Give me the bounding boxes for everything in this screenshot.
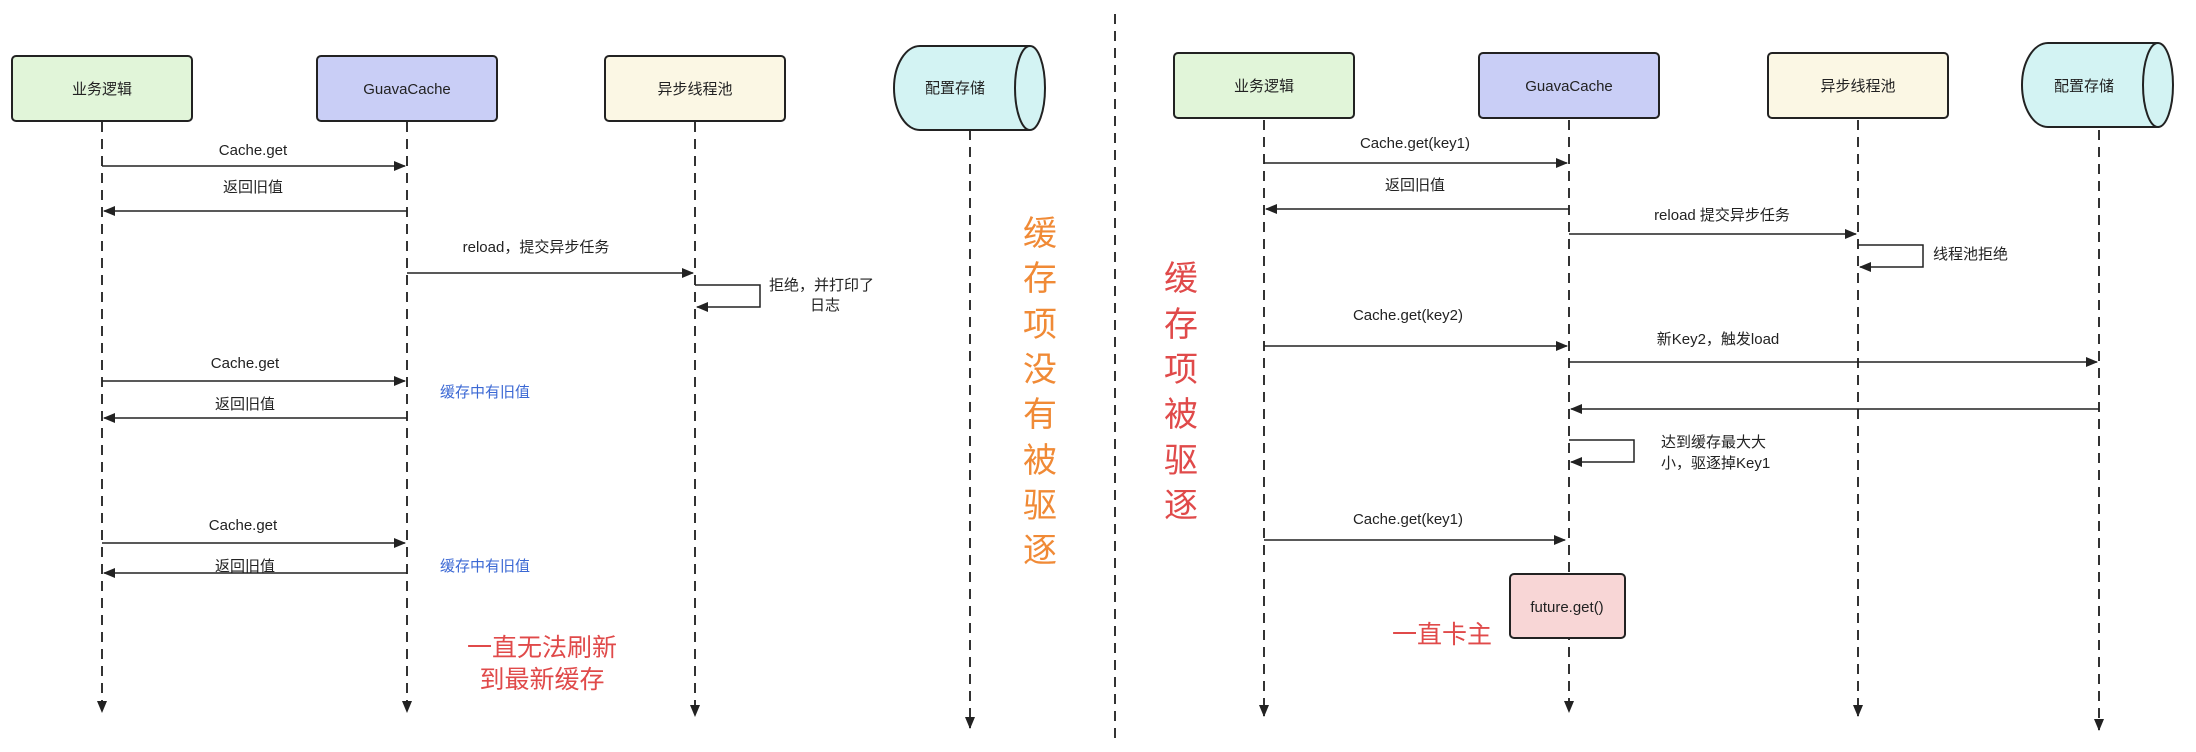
right-msg-3-label: reload 提交异步任务 [1654, 206, 1790, 224]
left-self-note-line1: 拒绝，并打印了 [769, 277, 874, 294]
right-msg-2-label: 返回旧值 [1385, 177, 1445, 194]
right-future-box [1509, 573, 1626, 639]
left-msg-5-label: 返回旧值 [215, 396, 275, 413]
left-note-old1: 缓存中有旧值 [440, 384, 530, 401]
left-participant-guava-box [316, 55, 498, 122]
left-participant-pool-box [604, 55, 786, 122]
left-caption-char: 项 [1023, 306, 1057, 344]
left-diagram: 业务逻辑 GuavaCache 异步线程池 配置存储 Cache.get 返回旧… [11, 45, 1057, 729]
right-evict-note-line2: 小，驱逐掉Key1 [1661, 455, 1770, 472]
right-caption-char: 被 [1164, 396, 1198, 434]
left-caption-char: 没 [1023, 351, 1057, 389]
left-participant-biz-box [11, 55, 193, 122]
left-participant-store-cylinder [893, 45, 1046, 131]
right-vertical-caption: 缓 存 项 被 驱 逐 [1164, 260, 1198, 525]
left-participant-store: 配置存储 [925, 80, 985, 97]
right-caption-char: 存 [1164, 306, 1198, 344]
left-vertical-caption: 缓 存 项 没 有 被 驱 逐 [1023, 215, 1057, 570]
left-msg-6-label: Cache.get [209, 517, 278, 534]
left-caption-char: 有 [1023, 396, 1057, 434]
right-participant-guava-box [1478, 52, 1660, 119]
left-result-line1: 一直无法刷新 [467, 634, 617, 662]
right-msg-6-label: Cache.get(key1) [1353, 511, 1463, 528]
left-participant-biz: 业务逻辑 [72, 81, 132, 98]
right-caption-char: 驱 [1164, 442, 1198, 480]
right-participant-pool: 异步线程池 [1820, 78, 1895, 95]
left-participant-guava: GuavaCache [363, 81, 451, 98]
right-msg-5-label: 新Key2，触发load [1657, 331, 1780, 348]
right-participant-store: 配置存储 [2054, 78, 2114, 95]
right-stuck-note: 一直卡主 [1392, 621, 1492, 649]
left-msg-7-label: 返回旧值 [215, 558, 275, 575]
right-guava-self-loop [1569, 439, 1635, 467]
left-caption-char: 驱 [1023, 487, 1057, 525]
left-msg-3-label: reload，提交异步任务 [463, 238, 610, 256]
left-msg-4-label: Cache.get [211, 355, 280, 372]
left-caption-char: 存 [1023, 260, 1057, 298]
left-caption-char: 缓 [1023, 215, 1057, 253]
right-diagram: 业务逻辑 GuavaCache 异步线程池 配置存储 Cache.get(key… [1164, 42, 2174, 731]
right-msg-1-label: Cache.get(key1) [1360, 135, 1470, 152]
right-msg-4-label: Cache.get(key2) [1353, 307, 1463, 324]
right-pool-self-loop [1858, 244, 1924, 272]
right-participant-guava: GuavaCache [1525, 78, 1613, 95]
left-pool-self-loop [695, 284, 761, 312]
left-self-note-line2: 日志 [810, 297, 840, 314]
right-future-label: future.get() [1530, 599, 1603, 616]
right-pool-note: 线程池拒绝 [1933, 246, 2008, 263]
right-caption-char: 项 [1164, 351, 1198, 389]
left-msg-1-label: Cache.get [219, 142, 288, 159]
left-participant-pool: 异步线程池 [657, 81, 732, 98]
left-result-line2: 到最新缓存 [479, 666, 604, 694]
right-evict-note-line1: 达到缓存最大大 [1661, 434, 1766, 451]
right-participant-biz-box [1173, 52, 1355, 119]
right-participant-store-cylinder [2021, 42, 2174, 128]
right-participant-biz: 业务逻辑 [1234, 78, 1294, 95]
right-participant-pool-box [1767, 52, 1949, 119]
left-msg-2-label: 返回旧值 [223, 179, 283, 196]
right-caption-char: 逐 [1164, 487, 1198, 525]
left-caption-char: 被 [1023, 442, 1057, 480]
left-note-old2: 缓存中有旧值 [440, 558, 530, 575]
left-caption-char: 逐 [1023, 532, 1057, 570]
right-caption-char: 缓 [1164, 260, 1198, 298]
